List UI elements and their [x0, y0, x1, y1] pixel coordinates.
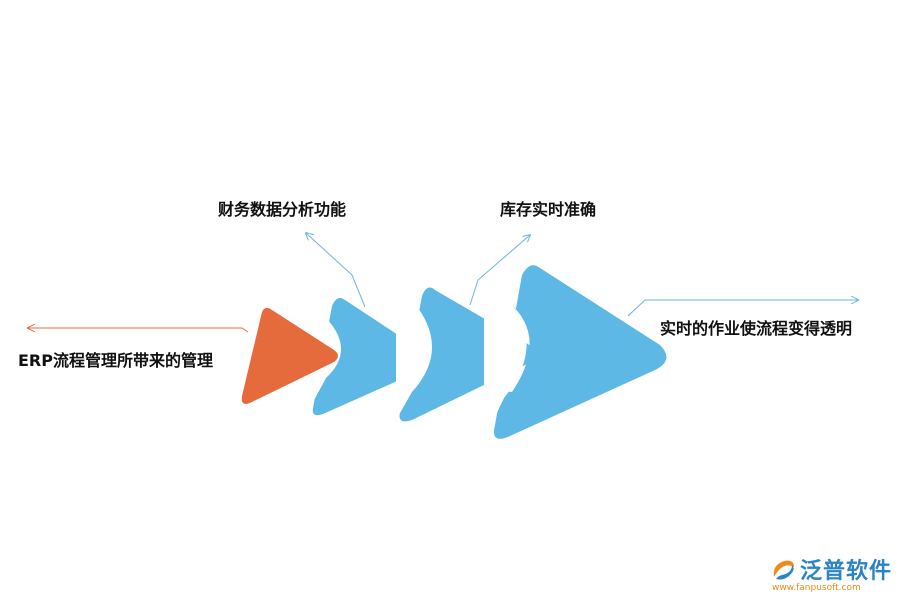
label-right: 实时的作业使流程变得透明: [660, 319, 853, 338]
left-connector-line: [28, 328, 249, 333]
logo-name: 泛普软件: [800, 559, 893, 584]
logo-url: www.fanpusoft.com: [772, 583, 861, 593]
logo-mark-icon: [773, 560, 794, 580]
label-top-1: 财务数据分析功能: [218, 200, 347, 219]
blue-chevron-3: [490, 265, 667, 439]
blue-chevron-1: [312, 298, 430, 416]
notch-3: [484, 280, 527, 440]
right-connector-line: [627, 300, 858, 317]
blue-chevron-2: [399, 287, 535, 422]
label-left: ERP流程管理所带来的管理: [18, 351, 213, 370]
connector-line-1: [306, 233, 366, 308]
notch-2: [396, 290, 432, 420]
fanpu-logo: 泛普软件 www.fanpusoft.com: [770, 553, 895, 597]
label-top-2: 库存实时准确: [500, 200, 597, 219]
connector-line-2: [469, 235, 530, 306]
orange-triangle: [241, 307, 338, 404]
